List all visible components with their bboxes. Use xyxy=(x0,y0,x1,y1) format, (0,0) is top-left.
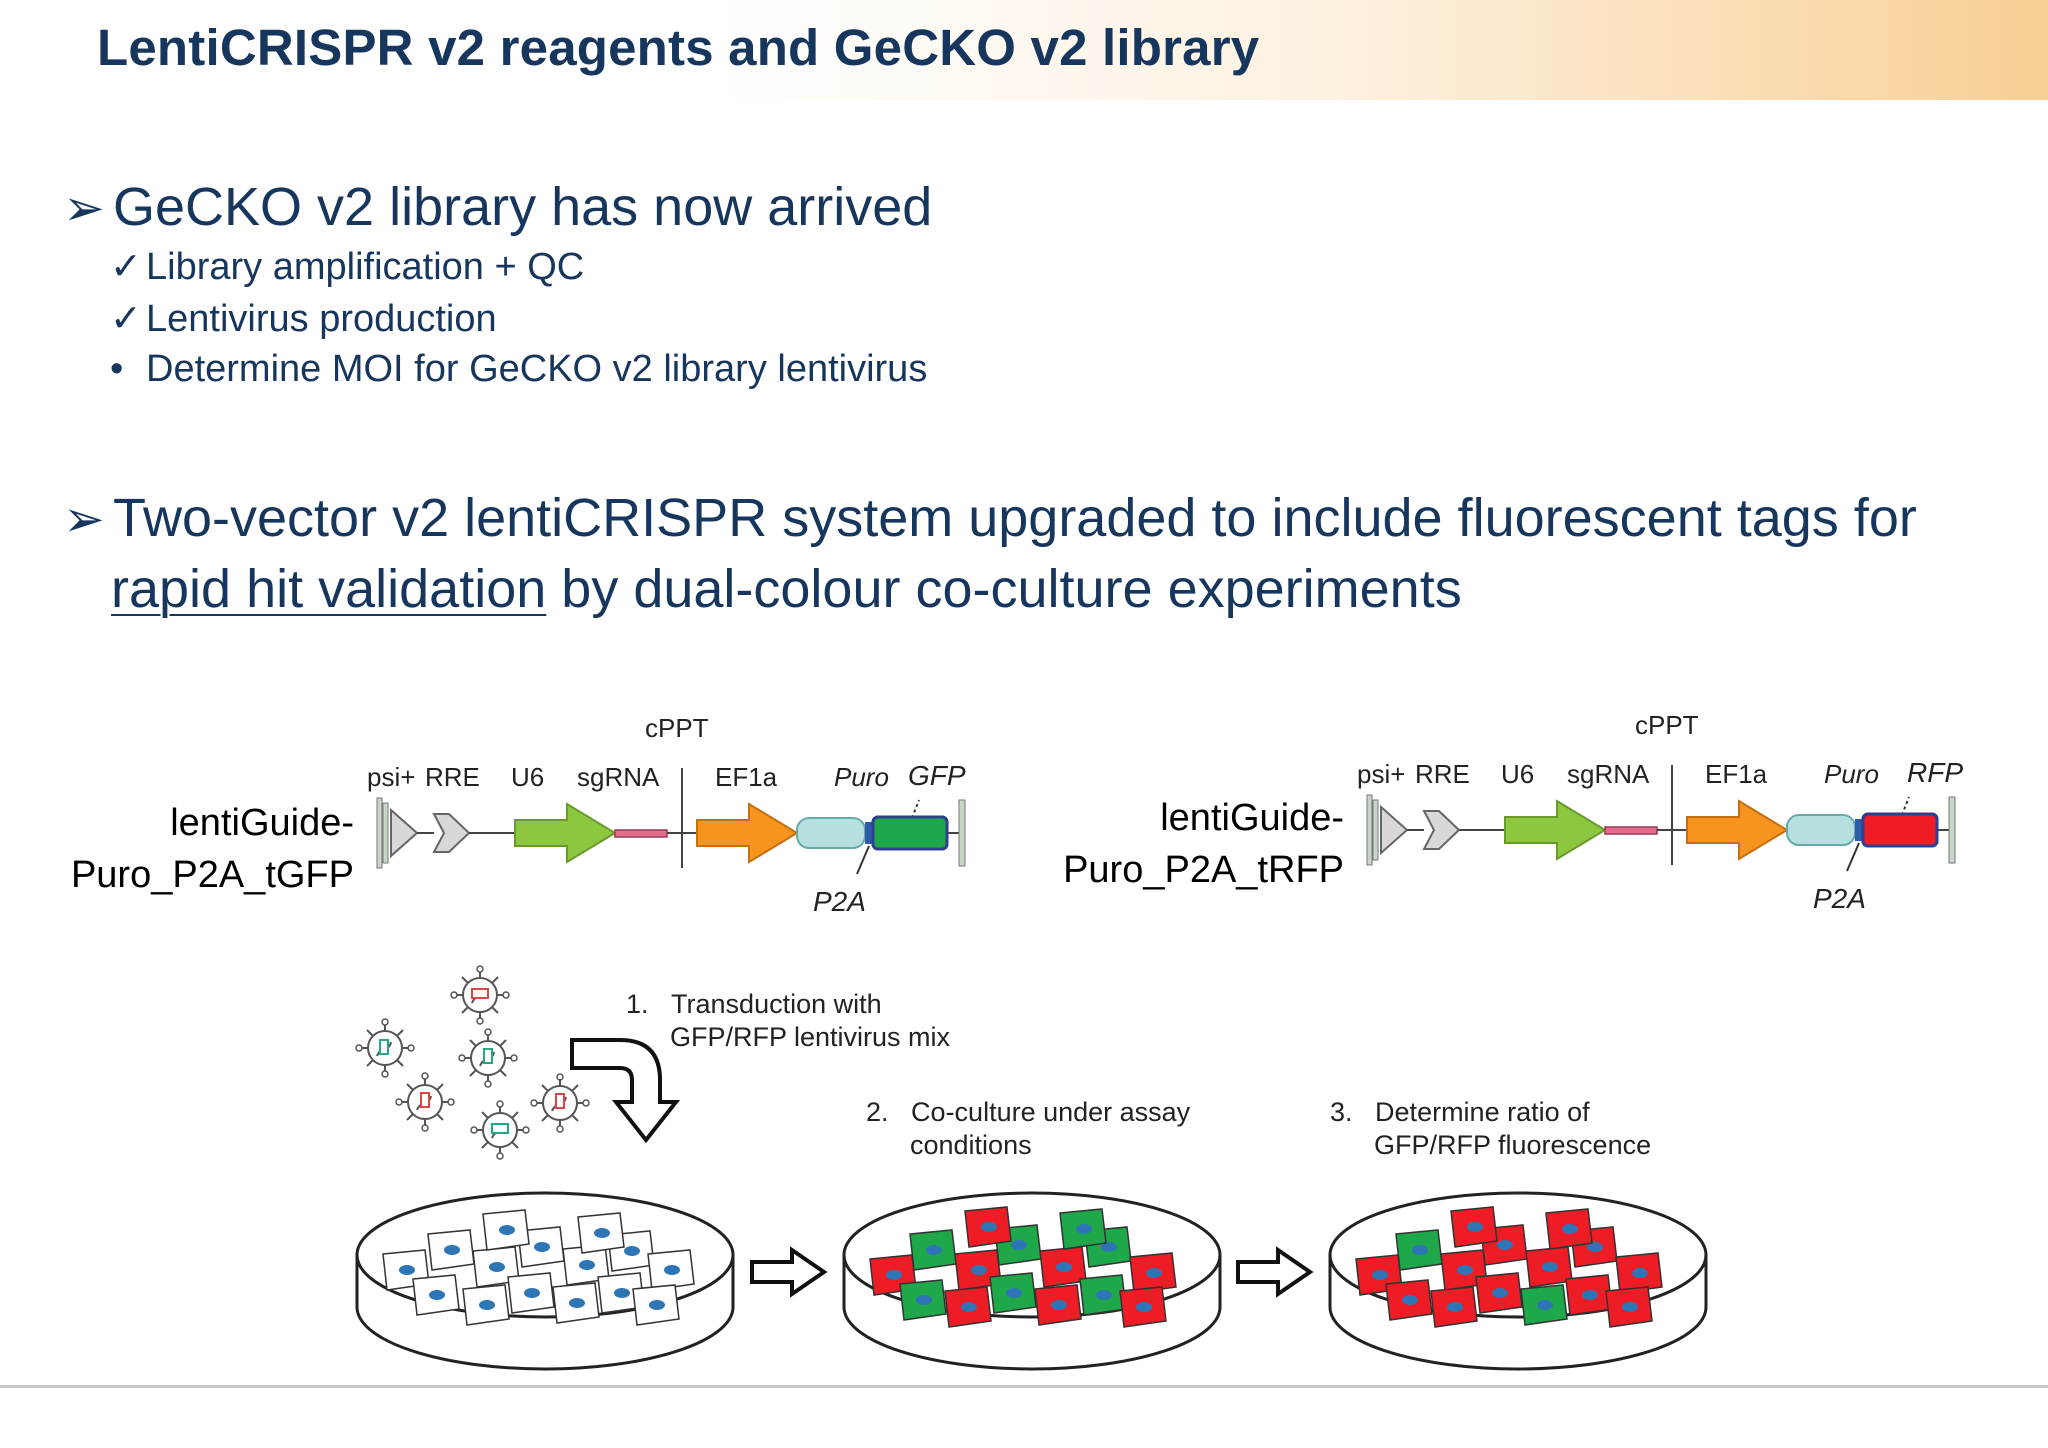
label-rfp: RFP xyxy=(1907,757,1963,788)
label-puro: Puro xyxy=(834,762,889,792)
title-banner xyxy=(0,0,2048,100)
dish-coculture xyxy=(842,1191,1222,1371)
label-cppt: cPPT xyxy=(645,713,709,743)
label-sgrna: sgRNA xyxy=(1567,759,1650,789)
right-arrow-icon xyxy=(750,1248,826,1296)
dish-ratio-readout xyxy=(1328,1191,1708,1371)
vector-map-rfp xyxy=(1365,763,1957,873)
label-gfp: GFP xyxy=(908,760,966,791)
label-ef1a: EF1a xyxy=(1705,759,1768,789)
curved-down-arrow-icon xyxy=(570,1038,681,1144)
label-rre: RRE xyxy=(1415,759,1470,789)
arrow-bullet-icon: ➢ xyxy=(63,180,105,236)
label-puro: Puro xyxy=(1824,759,1879,789)
bullet-gecko-library: ➢GeCKO v2 library has now arrived xyxy=(63,177,933,237)
lentivirus-particles xyxy=(355,965,590,1160)
checkmark-icon: ✓ xyxy=(110,298,142,340)
label-rre: RRE xyxy=(425,762,480,792)
footer-divider xyxy=(0,1385,2048,1388)
page-title: LentiCRISPR v2 reagents and GeCKO v2 lib… xyxy=(97,19,1260,76)
label-p2a: P2A xyxy=(1813,883,1866,914)
right-arrow-icon xyxy=(1236,1248,1312,1296)
sub-bullet-lentivirus: ✓Lentivirus production xyxy=(110,298,497,340)
label-ef1a: EF1a xyxy=(715,762,778,792)
underlined-phrase: rapid hit validation xyxy=(111,559,547,619)
dish-untransduced xyxy=(355,1191,735,1371)
step-transduction: 1. Transduction with GFP/RFP lentivirus … xyxy=(626,989,951,1052)
label-psi: psi+ xyxy=(1357,759,1406,789)
rfp-tag-box xyxy=(1861,812,1939,848)
gfp-tag-box xyxy=(871,815,949,851)
bullet-two-vector-system: ➢Two-vector v2 lentiCRISPR system upgrad… xyxy=(63,483,1963,624)
checkmark-icon: ✓ xyxy=(110,246,142,288)
label-sgrna: sgRNA xyxy=(577,762,660,792)
label-u6: U6 xyxy=(1501,759,1535,789)
vector-name-gfp: lentiGuide- Puro_P2A_tGFP xyxy=(70,802,354,896)
vector-map-gfp xyxy=(375,766,967,876)
vector-name-rfp: lentiGuide- Puro_P2A_tRFP xyxy=(1063,797,1344,891)
step-coculture: 2. Co-culture under assay conditions xyxy=(866,1097,1191,1160)
step-ratio: 3. Determine ratio of GFP/RFP fluorescen… xyxy=(1330,1097,1652,1160)
label-psi: psi+ xyxy=(367,762,416,792)
label-cppt: cPPT xyxy=(1635,710,1699,740)
dot-bullet-icon: • xyxy=(110,348,124,390)
label-p2a: P2A xyxy=(813,886,866,917)
label-u6: U6 xyxy=(511,762,545,792)
sub-bullet-moi: •Determine MOI for GeCKO v2 library lent… xyxy=(110,348,928,390)
sub-bullet-amplification: ✓Library amplification + QC xyxy=(110,246,585,288)
arrow-bullet-icon: ➢ xyxy=(63,491,105,547)
